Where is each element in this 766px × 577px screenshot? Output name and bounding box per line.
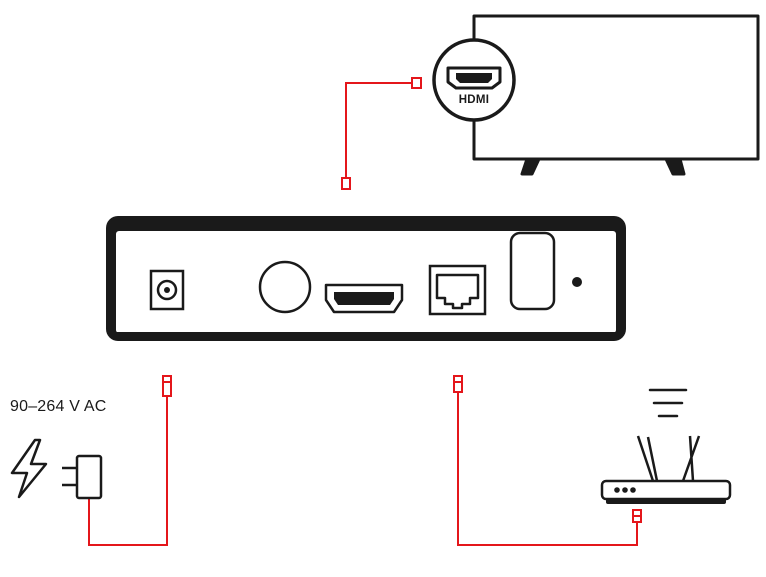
hdmi-label: HDMI bbox=[458, 94, 490, 106]
wifi-signal-icon bbox=[648, 388, 688, 418]
dc-power-port bbox=[149, 269, 185, 311]
ethernet-cable bbox=[453, 375, 642, 546]
hdmi-cable bbox=[341, 77, 422, 190]
hdmi-port bbox=[324, 283, 404, 314]
power-plug-icon bbox=[62, 454, 103, 500]
set-top-box bbox=[106, 216, 626, 341]
power-cable bbox=[88, 375, 172, 546]
usb-slot bbox=[509, 231, 556, 311]
lightning-icon bbox=[10, 438, 48, 499]
led-indicator bbox=[572, 277, 582, 287]
tv-icon bbox=[472, 14, 760, 176]
ethernet-port bbox=[428, 264, 487, 316]
hdmi-port-icon bbox=[432, 38, 516, 122]
voltage-label: 90–264 V AC bbox=[10, 398, 107, 415]
round-button bbox=[258, 260, 312, 314]
wifi-router-icon bbox=[600, 435, 732, 504]
